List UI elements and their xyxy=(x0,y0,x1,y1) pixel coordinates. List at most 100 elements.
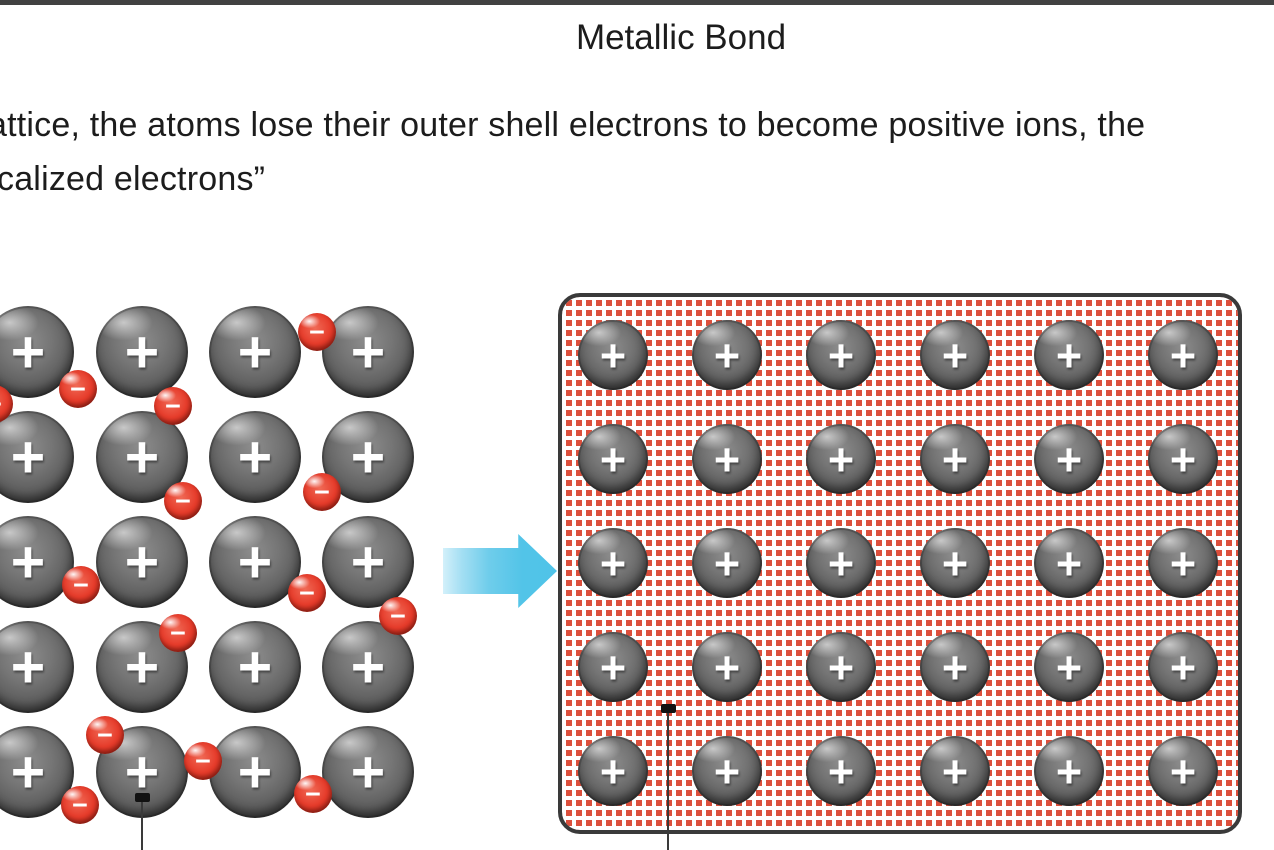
positive-ion: + xyxy=(806,632,876,702)
electron-symbol: − xyxy=(390,600,406,631)
positive-ion: + xyxy=(209,726,301,818)
positive-ion: + xyxy=(1034,320,1104,390)
electron-symbol: − xyxy=(72,789,88,820)
positive-ion-symbol: + xyxy=(1055,537,1083,589)
positive-ion-symbol: + xyxy=(350,738,386,805)
positive-ion: + xyxy=(578,320,648,390)
positive-ion: + xyxy=(1034,528,1104,598)
positive-ion: + xyxy=(1148,320,1218,390)
electron-symbol: − xyxy=(309,316,325,347)
electron: − xyxy=(294,775,332,813)
top-border-bar xyxy=(0,0,1274,5)
electron-symbol: − xyxy=(299,577,315,608)
positive-ion-symbol: + xyxy=(237,738,273,805)
positive-ion: + xyxy=(209,411,301,503)
pointer-marker xyxy=(661,704,676,713)
positive-ion: + xyxy=(920,528,990,598)
positive-ion-symbol: + xyxy=(1169,537,1197,589)
positive-ion-symbol: + xyxy=(713,433,741,485)
positive-ion: + xyxy=(322,306,414,398)
positive-ion-symbol: + xyxy=(599,641,627,693)
electron: − xyxy=(303,473,341,511)
electron: − xyxy=(154,387,192,425)
electron: − xyxy=(62,566,100,604)
positive-ion-symbol: + xyxy=(599,329,627,381)
page-title: Metallic Bond xyxy=(575,18,787,57)
positive-ion-symbol: + xyxy=(124,318,160,385)
positive-ion-symbol: + xyxy=(941,745,969,797)
positive-ion: + xyxy=(1148,736,1218,806)
positive-ion-symbol: + xyxy=(124,738,160,805)
positive-ion: + xyxy=(692,320,762,390)
positive-ion: + xyxy=(322,516,414,608)
positive-ion: + xyxy=(209,516,301,608)
electron-sea-box xyxy=(558,293,1242,834)
positive-ion: + xyxy=(692,424,762,494)
positive-ion-symbol: + xyxy=(1055,329,1083,381)
positive-ion-symbol: + xyxy=(1169,433,1197,485)
positive-ion-symbol: + xyxy=(237,633,273,700)
positive-ion: + xyxy=(322,621,414,713)
positive-ion-symbol: + xyxy=(10,423,46,490)
positive-ion: + xyxy=(806,320,876,390)
electron: − xyxy=(184,742,222,780)
positive-ion: + xyxy=(96,516,188,608)
positive-ion: + xyxy=(920,736,990,806)
positive-ion: + xyxy=(578,632,648,702)
positive-ion-symbol: + xyxy=(1169,745,1197,797)
positive-ion-symbol: + xyxy=(350,318,386,385)
positive-ion: + xyxy=(692,528,762,598)
positive-ion: + xyxy=(1034,632,1104,702)
positive-ion-symbol: + xyxy=(1055,641,1083,693)
positive-ion-symbol: + xyxy=(10,738,46,805)
electron: − xyxy=(159,614,197,652)
positive-ion-symbol: + xyxy=(10,318,46,385)
positive-ion-symbol: + xyxy=(827,329,855,381)
pointer-leader-line xyxy=(667,712,669,850)
positive-ion: + xyxy=(920,632,990,702)
positive-ion: + xyxy=(96,306,188,398)
electron-symbol: − xyxy=(305,778,321,809)
electron-symbol: − xyxy=(70,373,86,404)
positive-ion: + xyxy=(692,632,762,702)
positive-ion: + xyxy=(1148,632,1218,702)
positive-ion-symbol: + xyxy=(827,433,855,485)
positive-ion: + xyxy=(806,424,876,494)
positive-ion-symbol: + xyxy=(350,528,386,595)
positive-ion: + xyxy=(806,736,876,806)
positive-ion-symbol: + xyxy=(237,528,273,595)
positive-ion: + xyxy=(322,411,414,503)
positive-ion-symbol: + xyxy=(599,433,627,485)
electron-symbol: − xyxy=(97,719,113,750)
positive-ion: + xyxy=(322,726,414,818)
positive-ion-symbol: + xyxy=(237,423,273,490)
positive-ion: + xyxy=(578,528,648,598)
body-text-line-1: attice, the atoms lose their outer shell… xyxy=(0,106,1146,144)
electron-symbol: − xyxy=(165,390,181,421)
electron: − xyxy=(288,574,326,612)
electron-symbol: − xyxy=(73,569,89,600)
positive-ion: + xyxy=(209,621,301,713)
electron-symbol: − xyxy=(0,390,2,418)
body-text-line-2: calized electrons” xyxy=(0,160,266,198)
electron: − xyxy=(86,716,124,754)
positive-ion-symbol: + xyxy=(124,633,160,700)
positive-ion: + xyxy=(920,424,990,494)
positive-ion-symbol: + xyxy=(941,329,969,381)
positive-ion: + xyxy=(1034,736,1104,806)
positive-ion-symbol: + xyxy=(941,433,969,485)
pointer-marker xyxy=(135,793,150,802)
positive-ion: + xyxy=(0,516,74,608)
positive-ion-symbol: + xyxy=(713,537,741,589)
positive-ion-symbol: + xyxy=(237,318,273,385)
positive-ion-symbol: + xyxy=(10,633,46,700)
positive-ion-symbol: + xyxy=(827,537,855,589)
positive-ion-symbol: + xyxy=(827,745,855,797)
electron-symbol: − xyxy=(314,476,330,507)
positive-ion-symbol: + xyxy=(827,641,855,693)
positive-ion-symbol: + xyxy=(1055,433,1083,485)
electron: − xyxy=(164,482,202,520)
positive-ion: + xyxy=(1148,424,1218,494)
